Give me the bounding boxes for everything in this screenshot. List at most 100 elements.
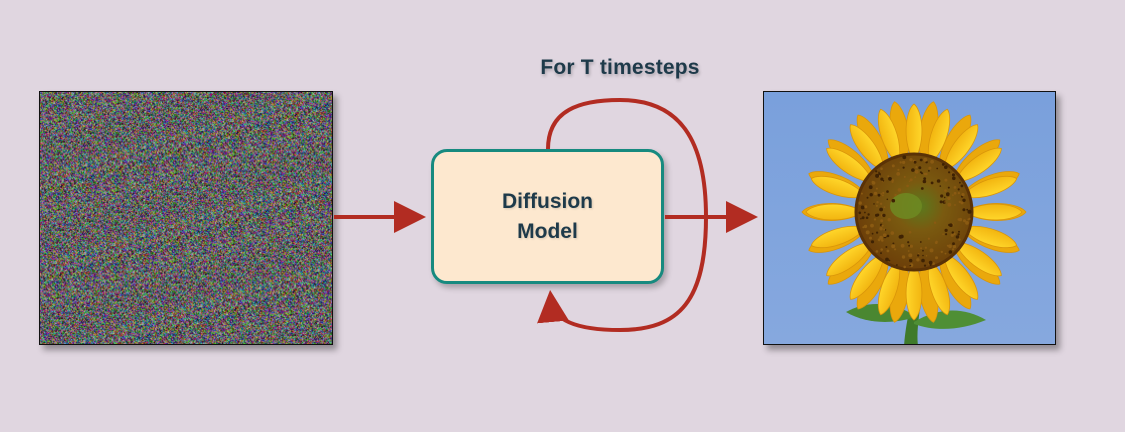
seed-dot (947, 196, 951, 201)
seed-dot (921, 258, 925, 263)
seed-dot (881, 224, 884, 227)
seed-dot (902, 166, 905, 169)
seed-dot (877, 193, 881, 197)
seed-dot (886, 198, 889, 201)
seed-dot (901, 255, 906, 259)
seed-dot (875, 187, 878, 190)
petal (960, 175, 1018, 199)
seed-dot (873, 203, 875, 205)
seed-dot (903, 265, 906, 269)
petal (942, 251, 979, 300)
seed-dot (880, 177, 884, 181)
seed-dot (923, 157, 928, 162)
seed-dot (908, 244, 911, 247)
seed-dot (888, 177, 892, 181)
seed-dot (860, 217, 862, 220)
seed-dot (891, 179, 894, 182)
seed-dot (891, 198, 896, 203)
seed-dot (916, 258, 920, 262)
seed-dot (875, 250, 879, 253)
seed-dot (924, 246, 927, 249)
seed-dot (876, 201, 879, 204)
seed-dot (870, 240, 875, 244)
seed-dot (951, 231, 954, 234)
seed-dot (940, 194, 944, 198)
seed-dot (873, 191, 878, 196)
seed-dot (914, 176, 917, 178)
seed-dot (958, 238, 961, 241)
seed-dot (879, 235, 883, 240)
seed-dot (948, 244, 952, 249)
seed-dot (920, 247, 923, 250)
seed-dot (887, 175, 890, 178)
seed-dot (951, 173, 955, 177)
seed-dot (886, 249, 890, 253)
petal (849, 251, 886, 300)
seed-dot (929, 248, 934, 253)
seed-dot (862, 226, 865, 229)
seed-dot (873, 218, 877, 221)
seed-dot (952, 248, 955, 251)
seed-dot (880, 248, 883, 251)
seed-dot (950, 233, 954, 237)
seed-dot (864, 205, 868, 209)
seed-dot (902, 155, 907, 160)
petal (927, 258, 951, 316)
seed-dot (952, 194, 954, 196)
model-label-line2: Model (517, 219, 578, 243)
seed-dot (881, 239, 884, 242)
seed-dot (943, 196, 946, 199)
seed-dot (961, 193, 965, 197)
seed-dot (913, 160, 917, 164)
seed-dot (958, 200, 961, 204)
seed-dot (882, 233, 887, 237)
seed-dot (940, 250, 943, 254)
seed-dot (948, 223, 951, 227)
seed-dot (896, 264, 898, 266)
seed-dot (860, 192, 863, 195)
seed-dot (944, 178, 948, 182)
flower-disk-rim (854, 152, 974, 272)
petal (960, 225, 1018, 249)
seed-dot (866, 196, 869, 199)
seed-dot (946, 244, 949, 247)
front-petals (805, 103, 1023, 321)
seed-dot (928, 260, 933, 265)
seed-dot (894, 193, 897, 197)
petal (826, 147, 875, 184)
seed-dot (947, 186, 950, 189)
noise-input-image (39, 91, 333, 345)
seed-dot (944, 201, 946, 203)
seed-dot (892, 242, 895, 245)
seed-dot (861, 216, 865, 220)
petal (877, 108, 901, 166)
seed-dot (923, 177, 927, 180)
seed-dot (891, 164, 895, 168)
seed-dot (942, 233, 944, 235)
seed-dot (962, 198, 966, 202)
seed-dot (860, 205, 865, 210)
seed-dot (896, 172, 901, 176)
seed-dot (925, 255, 928, 257)
seed-dot (922, 249, 924, 252)
seed-dot (960, 201, 964, 205)
seed-dot (952, 242, 955, 246)
seed-dot (944, 189, 947, 192)
seed-dot (952, 176, 956, 181)
seed-dot (928, 166, 932, 170)
seed-dot (914, 169, 919, 174)
seed-dot (958, 230, 960, 233)
seed-dot (900, 243, 905, 248)
seed-dot (909, 158, 913, 162)
seed-dot (909, 258, 913, 263)
seed-dot (945, 233, 948, 236)
seed-dot (957, 218, 961, 221)
flower-center (890, 193, 922, 219)
petal (905, 103, 923, 163)
seed-dot (879, 202, 883, 205)
seed-dot (953, 232, 956, 236)
seed-dot (878, 171, 880, 174)
seed-dot (909, 178, 913, 182)
seed-dot (948, 250, 953, 254)
